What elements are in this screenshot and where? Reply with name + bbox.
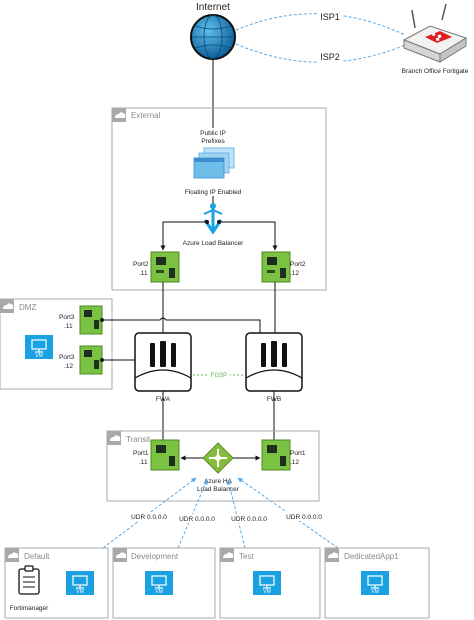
nic-port3-b-icon: [79, 345, 103, 375]
cloud-icon: [113, 548, 127, 562]
public-ip-prefix-icon: [193, 147, 235, 179]
vm-icon: [145, 571, 173, 595]
cloud-icon: [0, 299, 14, 313]
zone-transit-label: Transit: [126, 435, 151, 444]
port-dmz-a-ip: .11: [64, 323, 73, 330]
fortimanager-icon: [18, 565, 40, 595]
vm-icon: [253, 571, 281, 595]
internet-title: Internet: [196, 2, 230, 13]
vm-icon: [66, 571, 94, 595]
udr-label-2: UDR 0.0.0.0: [179, 516, 215, 523]
vm-label: VM: [155, 589, 163, 595]
vm-icon: [25, 335, 53, 359]
public-ip-line2: Prefixes: [201, 138, 225, 145]
zone-dedicated: [324, 547, 430, 619]
zone-test-label: Test: [239, 552, 254, 561]
isp2-label: ISP2: [320, 52, 340, 62]
zone-development: [112, 547, 216, 619]
vm-icon: [361, 571, 389, 595]
ha-lb-line1: Azure HA: [204, 478, 232, 485]
cloud-icon: [220, 548, 234, 562]
udr-label-3: UDR 0.0.0.0: [231, 516, 267, 523]
nic-port2-a-icon: [150, 251, 180, 283]
udr-route-default: [102, 477, 197, 549]
cloud-icon: [107, 431, 121, 445]
ha-lb-line2: Load Balancer: [197, 486, 240, 493]
nic-port1-b-icon: [261, 439, 291, 471]
azure-load-balancer-icon: [203, 203, 223, 235]
zone-transit: [106, 430, 320, 502]
floating-ip-label: Floating IP Enabled: [185, 189, 242, 196]
port-ext-a-name: Port2: [133, 261, 149, 268]
vm-label: VM: [76, 589, 84, 595]
zone-default: [4, 547, 109, 619]
port-dmz-b-ip: .12: [64, 363, 73, 370]
cloud-icon: [5, 548, 19, 562]
udr-label-4: UDR 0.0.0.0: [286, 514, 322, 521]
nic-port1-a-icon: [150, 439, 180, 471]
port-ext-b-name: Port2: [290, 261, 306, 268]
port-tr-b-ip: .12: [290, 459, 299, 466]
port-ext-a-ip: .11: [139, 270, 148, 277]
vm-label: VM: [35, 353, 43, 359]
external-lb-label: Azure Load Balancer: [183, 240, 245, 247]
zone-external-label: External: [131, 111, 161, 120]
fortimanager-label: Fortimanager: [10, 605, 49, 612]
cloud-icon: [112, 108, 126, 122]
zone-test: [219, 547, 321, 619]
vm-label: VM: [371, 589, 379, 595]
fgsp-label: FGSP: [211, 373, 227, 379]
port-ext-b-ip: .12: [290, 270, 299, 277]
port-dmz-a-name: Port3: [59, 314, 75, 321]
branch-fortigate-icon: [402, 3, 468, 63]
cloud-icon: [325, 548, 339, 562]
nic-port2-b-icon: [261, 251, 291, 283]
zone-external: [111, 107, 327, 291]
isp1-label: ISP1: [320, 12, 340, 22]
port-dmz-b-name: Port3: [59, 354, 75, 361]
branch-label: Branch Office Fortigate: [402, 68, 469, 75]
zone-default-label: Default: [24, 552, 50, 561]
nic-port3-a-icon: [79, 305, 103, 335]
firewall-b-icon: [245, 332, 303, 392]
zone-dedicated-label: DedicatedApp1: [344, 552, 399, 561]
zone-dmz-label: DMZ: [19, 303, 36, 312]
internet-globe-icon: [190, 14, 236, 60]
udr-label-1: UDR 0.0.0.0: [131, 514, 167, 521]
port-tr-a-ip: .11: [139, 459, 148, 466]
firewall-a-icon: [134, 332, 192, 392]
vm-label: VM: [263, 589, 271, 595]
zone-development-label: Development: [131, 552, 179, 561]
public-ip-line1: Public IP: [200, 130, 226, 137]
zone-dmz: [0, 298, 113, 390]
port-tr-b-name: Port1: [290, 450, 306, 457]
port-tr-a-name: Port1: [133, 450, 149, 457]
azure-ha-load-balancer-icon: [202, 442, 234, 474]
